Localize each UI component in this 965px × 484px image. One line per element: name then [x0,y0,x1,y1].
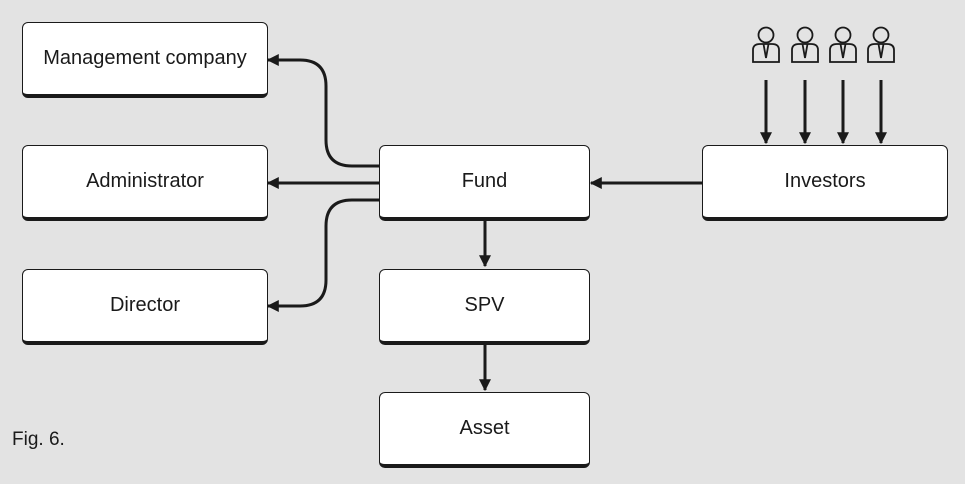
asset-box: Asset [379,392,590,468]
person-icon [752,26,780,63]
investors-label: Investors [784,170,866,192]
director-label: Director [109,294,180,316]
management-company-label: Management company [43,47,247,69]
administrator-label: Administrator [86,170,204,192]
arrow-fund-to-management [266,54,380,168]
administrator-box: Administrator [22,145,268,221]
asset-label: Asset [459,417,510,439]
person-icon [829,26,857,63]
spv-label: SPV [464,294,505,316]
arrow-fund-to-director [266,198,380,312]
management-company-box: Management company [22,22,268,98]
investors-box: Investors [702,145,948,221]
person-icon [867,26,895,63]
person-icon [791,26,819,63]
figure-caption: Fig. 6. [12,429,65,450]
director-box: Director [22,269,268,345]
fund-box: Fund [379,145,590,221]
fund-label: Fund [461,170,508,192]
spv-box: SPV [379,269,590,345]
